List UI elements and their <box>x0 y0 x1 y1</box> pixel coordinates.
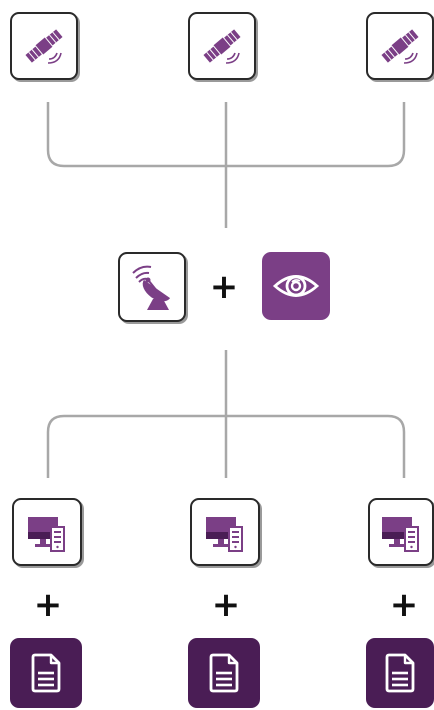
satellite-tile-1 <box>10 12 78 80</box>
bottom-bracket <box>46 414 406 478</box>
station-plus-operator-3: + <box>389 585 419 625</box>
computer-tile-2 <box>190 498 260 566</box>
computer-workstation-icon <box>206 517 243 552</box>
satellite-tile-3 <box>366 12 434 80</box>
document-tile-1 <box>10 638 82 708</box>
eye-tile <box>262 252 330 320</box>
computer-tile-1 <box>12 498 82 566</box>
satellite-dish-tile <box>118 252 186 322</box>
document-tile-3 <box>366 638 434 708</box>
station-plus-operator-2: + <box>211 585 241 625</box>
eye-icon <box>272 275 320 297</box>
satellite-icon <box>381 29 419 64</box>
satellite-icon <box>203 29 241 64</box>
document-icon <box>31 653 61 693</box>
satellite-icon <box>25 29 63 64</box>
satellite-dish-icon <box>132 265 171 310</box>
satellite-tile-2 <box>188 12 256 80</box>
computer-tile-3 <box>368 498 434 566</box>
document-icon <box>385 653 415 693</box>
document-tile-2 <box>188 638 260 708</box>
document-icon <box>209 653 239 693</box>
hub-plus-operator: + <box>209 267 239 307</box>
computer-workstation-icon <box>28 517 65 552</box>
computer-workstation-icon <box>382 517 419 552</box>
station-plus-operator-1: + <box>33 585 63 625</box>
